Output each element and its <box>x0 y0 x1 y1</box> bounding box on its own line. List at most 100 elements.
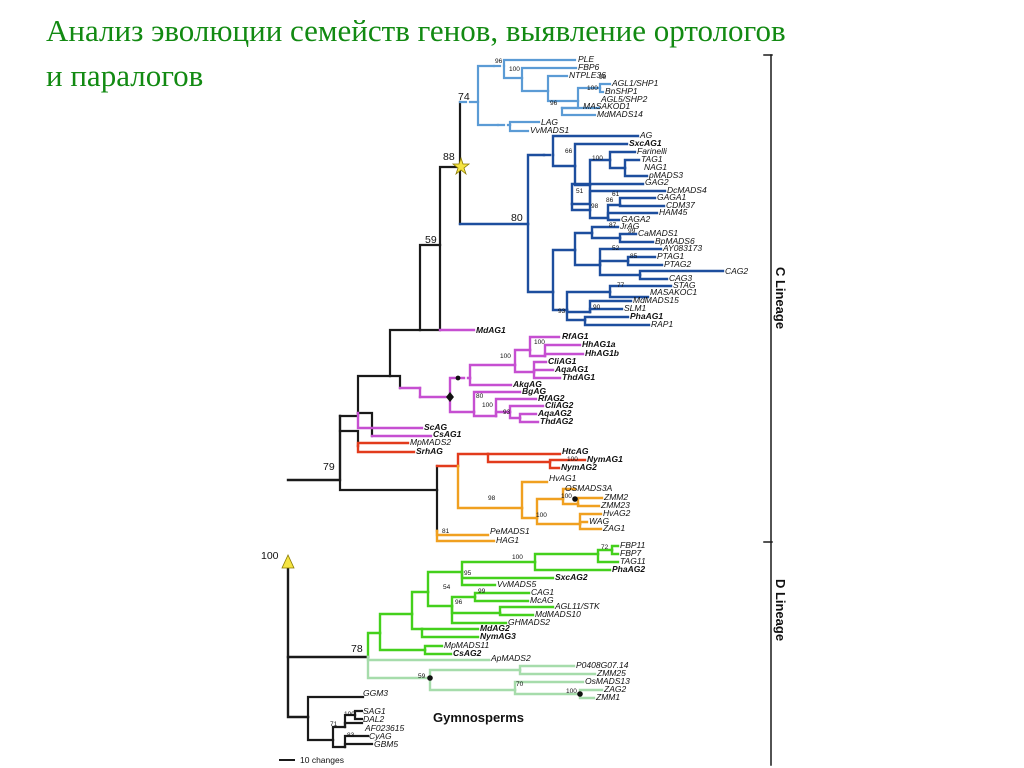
leaf-label-pemads1: PeMADS1 <box>490 526 530 536</box>
tree-branch <box>343 742 374 749</box>
leaf-label-vvmads5: VvMADS5 <box>497 579 536 589</box>
tree-branch <box>551 248 577 294</box>
leaf-label-mpmads11: MpMADS11 <box>444 640 489 650</box>
duplication-star-icon <box>451 156 471 176</box>
tree-branch <box>508 404 545 414</box>
leaf-label-htcag: HtcAG <box>562 446 589 456</box>
tree-branch <box>570 182 645 206</box>
leaf-label-jrag: JrAG <box>619 221 640 231</box>
tree-branch <box>331 738 347 749</box>
tree-branch <box>476 64 496 104</box>
bootstrap-value: 100 <box>500 353 511 360</box>
bootstrap-value: 99 <box>478 588 486 595</box>
tree-branch <box>590 225 620 235</box>
tree-branch <box>535 516 582 526</box>
tree-branch <box>366 631 382 659</box>
tree-branch <box>356 441 410 448</box>
leaf-label-sag1: SAG1 <box>363 706 386 716</box>
bootstrap-value: 100 <box>344 711 355 718</box>
tree-branch <box>598 259 630 267</box>
leaf-label-domads4: DcMADS4 <box>667 185 707 195</box>
leaf-label-aqaag1: AqaAG1 <box>554 364 589 374</box>
bootstrap-value: 54 <box>443 584 451 591</box>
scale-label: 10 changes <box>300 755 344 765</box>
leaf-label-mcag: McAG <box>530 595 554 605</box>
bootstrap-value: 70 <box>516 681 524 688</box>
leaf-label-p0408: P0408G07.14 <box>576 660 629 670</box>
leaf-label-vvmads1: VvMADS1 <box>530 125 569 135</box>
tree-branch <box>513 363 536 374</box>
tree-branch <box>518 668 597 676</box>
tree-branch <box>494 410 512 418</box>
leaf-label-gbm5: GBM5 <box>374 739 398 749</box>
leaf-label-ay083173: AY083173 <box>662 243 702 253</box>
leaf-label-fbp6: FBP6 <box>578 62 600 72</box>
leaf-label-cliag2: CliAG2 <box>545 400 574 410</box>
tree-branch <box>588 158 612 187</box>
tree-branch <box>448 395 476 414</box>
leaf-label-rfag1: RfAG1 <box>562 331 589 341</box>
leaf-label-ag: AG <box>639 130 653 140</box>
tree-branch <box>502 64 524 80</box>
tree-branch <box>560 106 597 117</box>
leaf-label-hvag1: HvAG1 <box>549 473 577 483</box>
tree-branch <box>473 591 531 599</box>
bootstrap-value: 66 <box>565 148 573 155</box>
tree-branch <box>565 308 587 322</box>
tree-branch <box>551 134 640 157</box>
tree-branch <box>561 497 580 506</box>
tree-branch <box>306 695 365 719</box>
bootstrap-value: 100 <box>566 688 577 695</box>
leaf-label-bgag: BgAG <box>522 386 546 396</box>
tree-branch <box>533 560 612 572</box>
leaf-label-cag2: CAG2 <box>725 266 748 276</box>
tree-branch <box>331 725 347 742</box>
tree-branch <box>596 548 614 556</box>
tree-branch <box>638 269 725 277</box>
tree-branch <box>606 216 621 222</box>
tree-branch <box>573 231 594 252</box>
backbone <box>286 560 310 719</box>
leaf-label-nymag1: NymAG1 <box>587 454 623 464</box>
leaf-label-ggm3: GGM3 <box>363 688 388 698</box>
leaf-label-phaag2: PhaAG2 <box>612 564 645 574</box>
tree-branch <box>508 123 530 133</box>
leaf-label-sxcag1: SxcAG1 <box>629 138 662 148</box>
leaf-label-ntple36: NTPLE36 <box>569 70 606 80</box>
bootstrap-value: 72 <box>601 544 609 551</box>
tree-branch <box>508 410 522 420</box>
leaf-label-mpmads2: MpMADS2 <box>410 437 451 447</box>
tree-branch <box>548 460 561 470</box>
leaf-label-ple: PLE <box>578 54 594 64</box>
leaf-label-ham45: HAM45 <box>659 207 688 217</box>
tree-branch <box>468 363 517 380</box>
tree-branch <box>356 411 374 438</box>
leaf-label-apmads2: ApMADS2 <box>490 653 531 663</box>
tree-branch <box>608 284 673 294</box>
tree-branch <box>610 544 620 552</box>
bootstrap-value: 80 <box>476 393 484 400</box>
tree-branch <box>428 676 517 692</box>
leaf-label-ghmads2: GHMADS2 <box>508 617 550 627</box>
leaf-label-bpmads6: BpMADS6 <box>655 236 695 246</box>
tree-branch <box>576 86 602 103</box>
tree-branch <box>610 548 620 556</box>
leaf-label-tag1: TAG1 <box>641 154 663 164</box>
leaf-label-cdm37: CDM37 <box>666 200 695 210</box>
leaf-label-aqaag2: AqaAG2 <box>537 408 572 418</box>
tree-branch <box>460 570 555 580</box>
tree-branch <box>551 290 569 312</box>
tree-branch <box>573 248 602 267</box>
leaf-label-mdmads10: MdMADS10 <box>535 609 581 619</box>
bootstrap-value: 51 <box>576 188 584 195</box>
tree-branch <box>583 315 630 322</box>
leaf-label-ptag2: PTAG2 <box>664 259 692 269</box>
leaf-label-hvag2: HvAG2 <box>603 508 631 518</box>
leaf-label-masakoc1: MASAKOC1 <box>650 287 698 297</box>
leaf-label-rap1: RAP1 <box>651 319 673 329</box>
tree-branch <box>498 611 535 617</box>
node-support-label: 80 <box>511 212 523 224</box>
tree-branch <box>528 348 547 358</box>
bootstrap-value: 98 <box>591 203 599 210</box>
bootstrap-value: 93 <box>503 409 511 416</box>
